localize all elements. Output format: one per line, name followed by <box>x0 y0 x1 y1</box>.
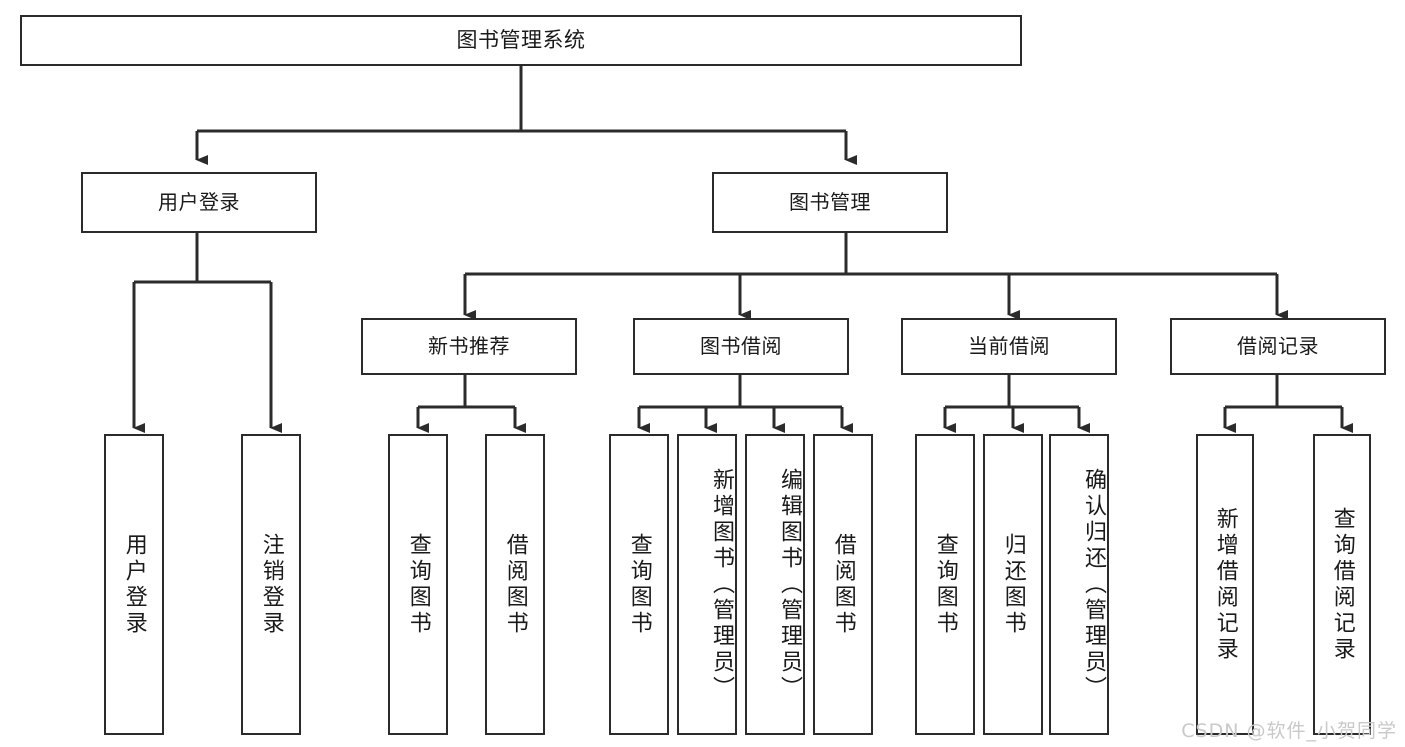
node-label: 新增借阅记录 <box>1212 506 1238 663</box>
node-leaf-borrow-book-2[interactable]: 借阅图书 <box>813 434 873 735</box>
node-label: 图书借阅 <box>700 334 782 358</box>
node-label: 借阅图书 <box>502 532 528 637</box>
node-label: 查询图书 <box>405 532 431 637</box>
node-current-borrow[interactable]: 当前借阅 <box>901 318 1117 375</box>
node-leaf-user-login[interactable]: 用户登录 <box>104 434 164 735</box>
node-leaf-edit-book[interactable]: 编辑图书（管理员） <box>745 434 805 735</box>
node-label: 图书管理 <box>789 190 871 214</box>
node-label: 当前借阅 <box>968 334 1050 358</box>
node-user-login[interactable]: 用户登录 <box>81 172 317 233</box>
node-book-manage[interactable]: 图书管理 <box>712 172 948 233</box>
node-book-borrow[interactable]: 图书借阅 <box>633 318 849 375</box>
node-leaf-confirm-return[interactable]: 确认归还（管理员） <box>1049 434 1109 735</box>
node-leaf-return-book[interactable]: 归还图书 <box>983 434 1043 735</box>
node-leaf-query-book-3[interactable]: 查询图书 <box>915 434 975 735</box>
node-root-system[interactable]: 图书管理系统 <box>20 15 1022 66</box>
node-leaf-add-book[interactable]: 新增图书（管理员） <box>677 434 737 735</box>
node-borrow-record[interactable]: 借阅记录 <box>1170 318 1386 375</box>
node-leaf-query-record[interactable]: 查询借阅记录 <box>1313 434 1371 735</box>
node-label: 用户登录 <box>121 532 147 637</box>
node-label: 用户登录 <box>158 190 240 214</box>
node-label: 确认归还（管理员） <box>1081 467 1106 702</box>
node-leaf-logout[interactable]: 注销登录 <box>241 434 301 735</box>
node-new-book-recommend[interactable]: 新书推荐 <box>361 318 577 375</box>
node-label: 编辑图书（管理员） <box>777 467 802 702</box>
node-leaf-query-book-2[interactable]: 查询图书 <box>609 434 669 735</box>
node-label: 查询图书 <box>626 532 652 637</box>
node-label: 归还图书 <box>1000 532 1026 637</box>
node-leaf-query-book-1[interactable]: 查询图书 <box>388 434 448 735</box>
node-label: 借阅记录 <box>1237 334 1319 358</box>
node-label: 查询借阅记录 <box>1329 506 1355 663</box>
node-label: 新书推荐 <box>428 334 510 358</box>
node-label: 注销登录 <box>258 532 284 637</box>
node-leaf-borrow-book-1[interactable]: 借阅图书 <box>485 434 545 735</box>
node-label: 借阅图书 <box>830 532 856 637</box>
node-label: 图书管理系统 <box>456 28 586 53</box>
node-label: 查询图书 <box>932 532 958 637</box>
node-label: 新增图书（管理员） <box>709 467 734 702</box>
node-leaf-add-record[interactable]: 新增借阅记录 <box>1196 434 1254 735</box>
